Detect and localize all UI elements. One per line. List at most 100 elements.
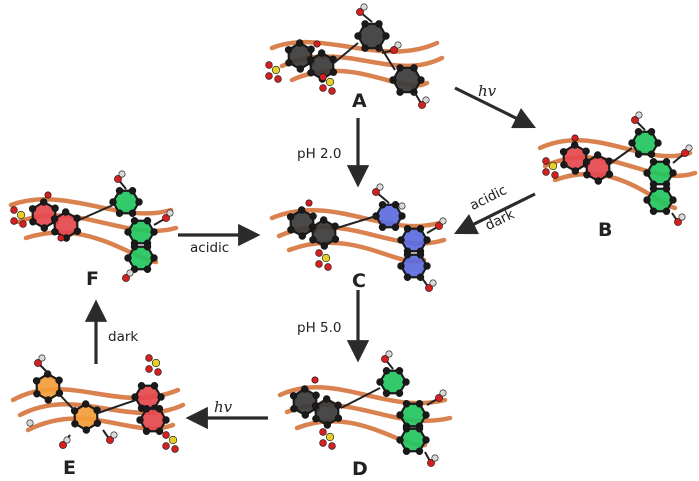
aromatic-ring (562, 143, 588, 173)
atom (395, 389, 404, 397)
atom (155, 405, 164, 413)
atom (605, 170, 614, 178)
atom (647, 128, 656, 136)
atom (542, 168, 550, 176)
atom (685, 144, 693, 152)
atom (635, 111, 643, 119)
atom (150, 382, 159, 390)
atom (137, 382, 146, 390)
polymer-chain (277, 385, 448, 406)
molecule-b (537, 111, 698, 226)
atom (583, 171, 591, 179)
atom (300, 385, 309, 393)
atom (394, 41, 402, 49)
atom (271, 65, 281, 75)
atom (385, 350, 393, 358)
atom (391, 223, 400, 231)
state-label-f: F (86, 268, 99, 290)
atom (334, 401, 342, 409)
atom (397, 262, 405, 270)
bond (610, 147, 633, 164)
atom (381, 355, 389, 363)
atom (560, 161, 568, 169)
bond (333, 42, 359, 64)
atom (154, 368, 162, 376)
atom (582, 147, 590, 155)
atom (145, 354, 153, 362)
atom (136, 416, 144, 424)
atom (403, 251, 412, 259)
aromatic-ring (391, 66, 423, 94)
polymer-chain (537, 138, 693, 159)
state-label-b: B (598, 219, 612, 241)
atom (416, 225, 425, 233)
atom (378, 223, 387, 231)
bond (78, 204, 114, 221)
state-label-d: D (352, 458, 368, 480)
atom (320, 242, 329, 250)
molecule-c (269, 183, 447, 292)
atom (322, 395, 331, 403)
atom (331, 235, 340, 243)
aromatic-ring (630, 130, 660, 156)
atom (654, 139, 662, 147)
atom (128, 187, 137, 195)
atom (150, 228, 158, 236)
atom (662, 158, 671, 166)
bond (379, 45, 396, 71)
polymer-chain (17, 402, 186, 418)
bond (97, 399, 137, 414)
aromatic-ring (31, 200, 57, 230)
atom (649, 185, 658, 193)
atom (308, 223, 317, 231)
atom (319, 84, 327, 92)
arrow-label-f-to-c: acidic (190, 240, 229, 256)
atom (63, 436, 71, 444)
atom (284, 46, 293, 54)
atom (319, 216, 328, 224)
atom (674, 218, 682, 226)
arrow-label-a-to-b: hv (478, 82, 497, 100)
atom (135, 198, 143, 206)
atom (51, 228, 59, 236)
atom (28, 205, 37, 213)
atom (391, 201, 400, 209)
atom (360, 3, 368, 11)
atom (311, 402, 320, 410)
aromatic-ring (398, 427, 428, 453)
atom (114, 175, 122, 183)
atom (382, 389, 391, 397)
atom (142, 427, 151, 435)
atom (155, 427, 164, 435)
bond (340, 387, 381, 409)
atom (319, 439, 327, 447)
atom (162, 214, 170, 222)
atom (375, 20, 383, 28)
atom (662, 185, 671, 193)
atom (396, 64, 404, 72)
atom (423, 262, 431, 270)
aromatic-ring (356, 22, 388, 50)
bond (59, 394, 75, 411)
atom (328, 442, 336, 450)
atom (416, 251, 425, 259)
atom (389, 76, 397, 84)
atom (647, 150, 656, 158)
atom (395, 367, 404, 375)
state-labels: A B C D E F (63, 90, 612, 480)
atom (157, 393, 165, 401)
atom (274, 75, 282, 83)
atom (323, 421, 332, 429)
atom (378, 201, 387, 209)
atom (372, 188, 380, 196)
atom (662, 207, 671, 215)
atom (290, 405, 298, 413)
atom (118, 170, 126, 178)
atom (124, 254, 132, 262)
atom (634, 128, 643, 136)
atom (10, 217, 18, 225)
atom (110, 431, 118, 439)
atom (57, 234, 65, 242)
atom (415, 425, 424, 433)
